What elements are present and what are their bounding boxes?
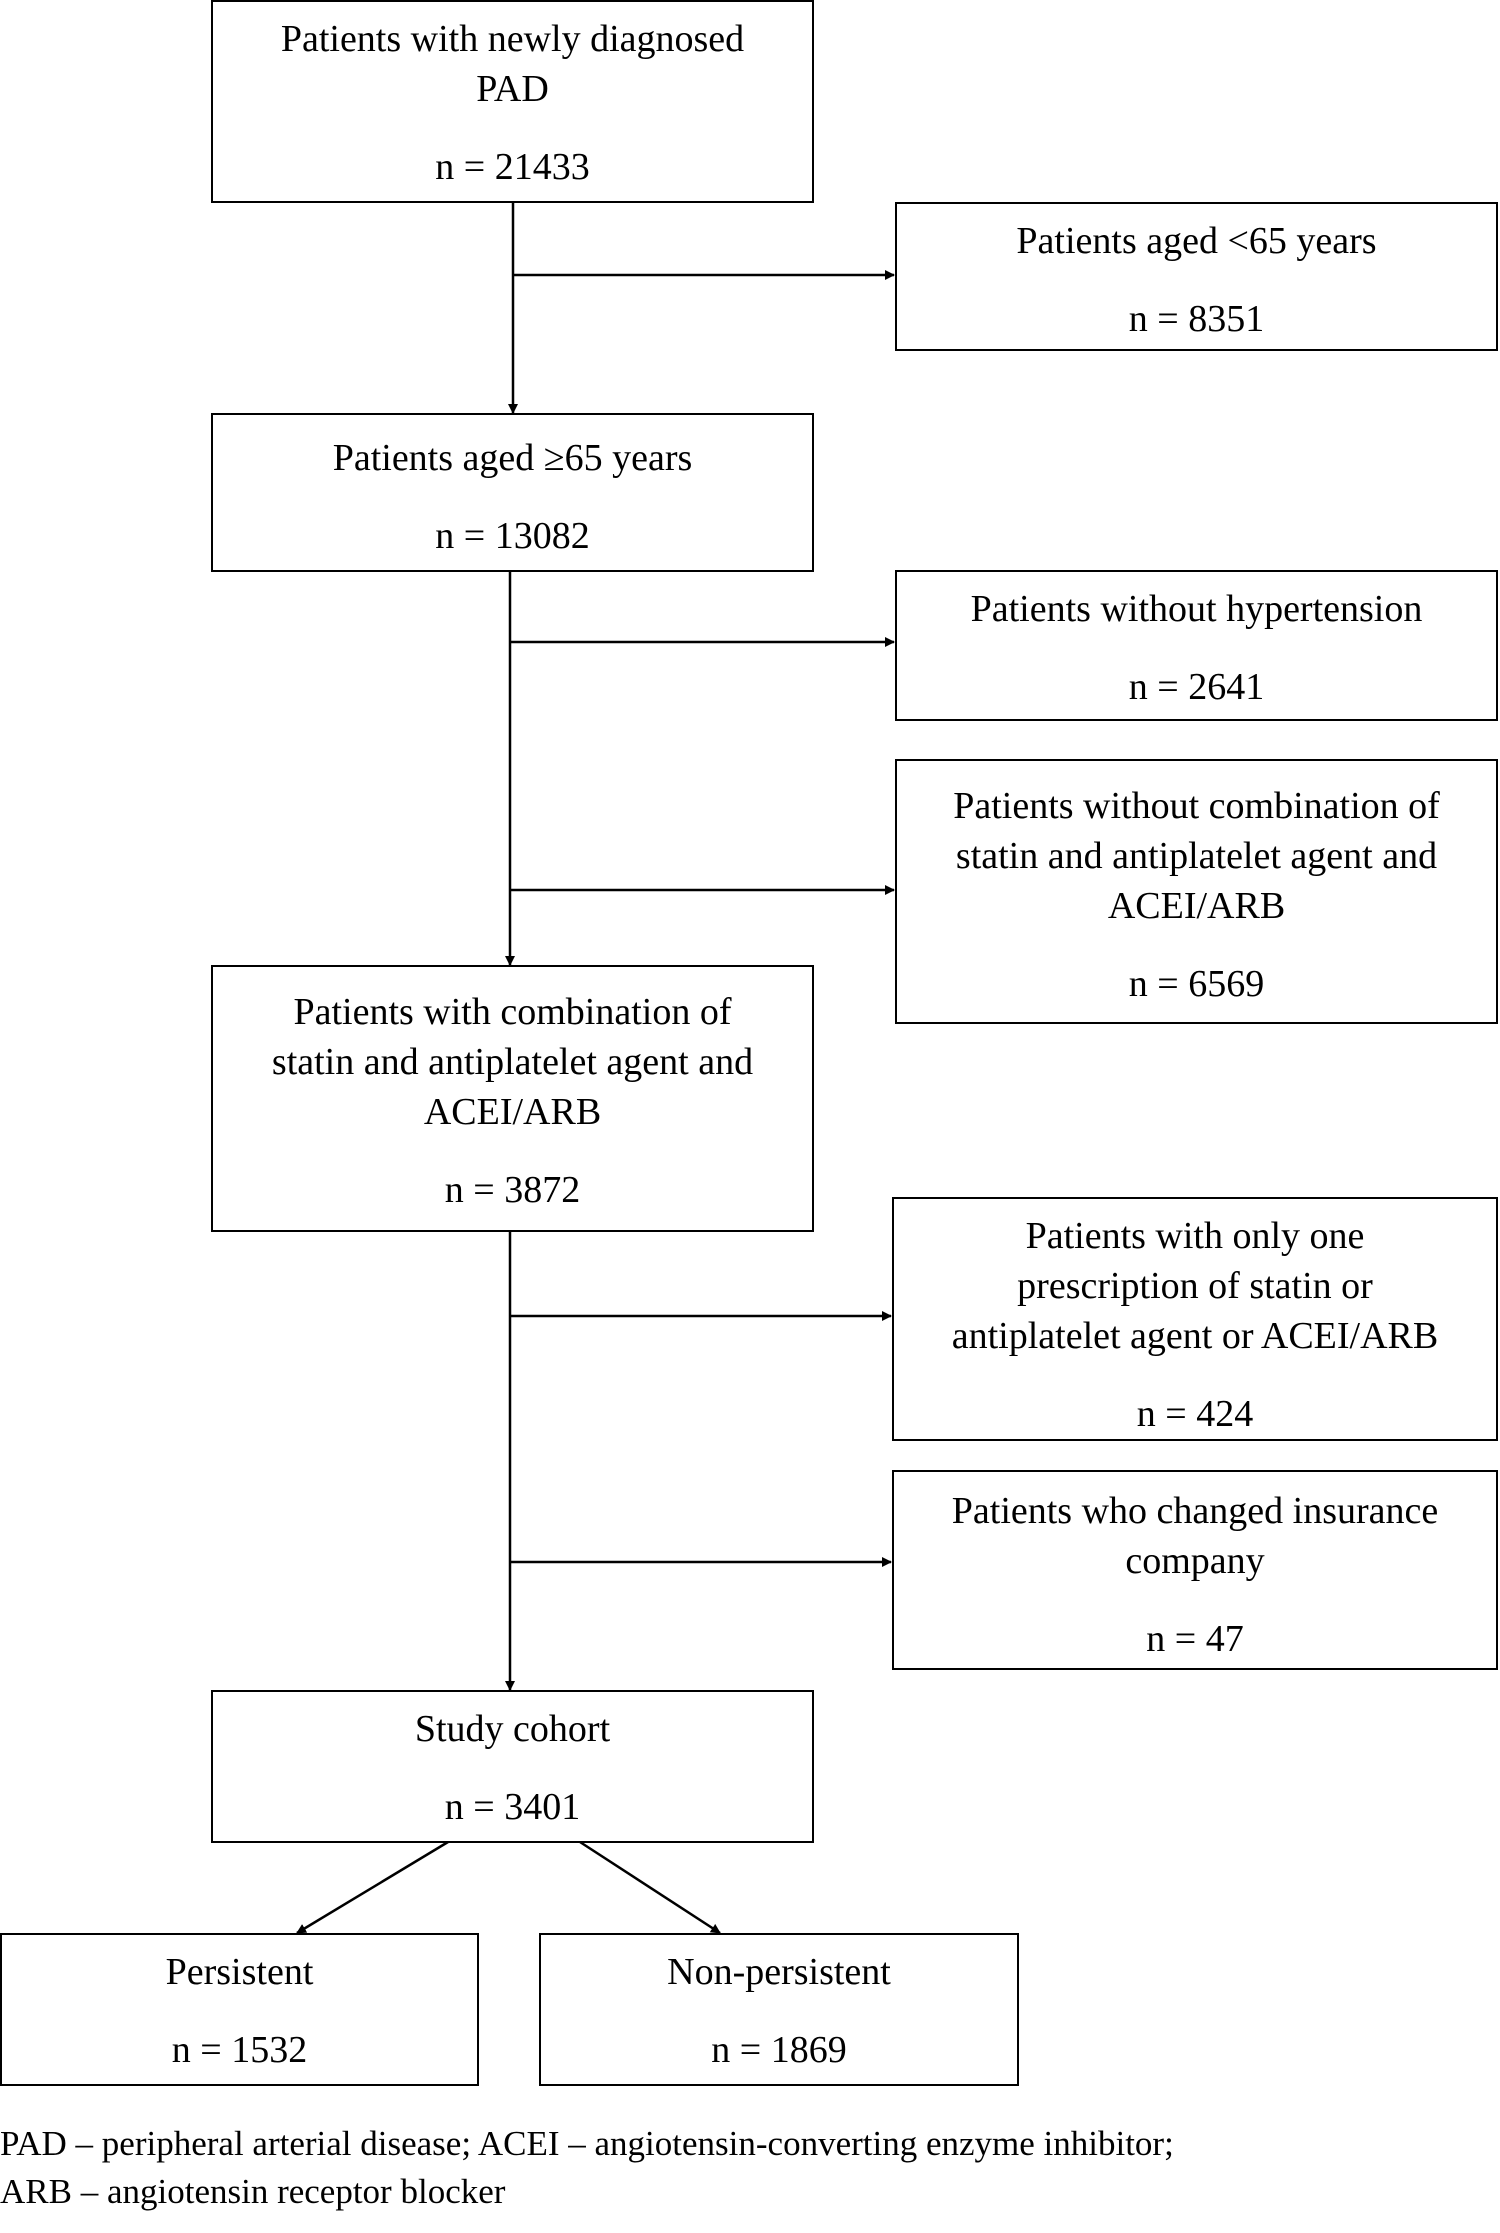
box-label: Persistent: [165, 1951, 314, 1993]
box-count: n = 3872: [444, 1169, 581, 1211]
box-label: Study cohort: [414, 1708, 611, 1750]
box-with-combination: Patients with combination of statin and …: [211, 965, 814, 1232]
box-label: ACEI/ARB: [423, 1091, 602, 1133]
box-label: Non-persistent: [667, 1951, 891, 1993]
box-count: n = 47: [1146, 1618, 1244, 1660]
footnote: PAD – peripheral arterial disease; ACEI …: [0, 2120, 1500, 2216]
box-aged-65-plus: Patients aged ≥65 years n = 13082: [211, 413, 814, 572]
box-without-hypertension: Patients without hypertension n = 2641: [895, 570, 1498, 721]
box-only-one-prescription: Patients with only one prescription of s…: [892, 1197, 1498, 1441]
box-count: n = 1532: [171, 2029, 308, 2071]
box-study-cohort: Study cohort n = 3401: [211, 1690, 814, 1843]
box-count: n = 1869: [711, 2029, 847, 2071]
box-newly-diagnosed-pad: Patients with newly diagnosed PAD n = 21…: [211, 0, 814, 203]
box-label: Patients without combination of: [953, 785, 1440, 827]
box-label: antiplatelet agent or ACEI/ARB: [951, 1315, 1439, 1357]
box-label: Patients with combination of: [293, 991, 732, 1033]
box-count: n = 3401: [444, 1786, 581, 1828]
box-non-persistent: Non-persistent n = 1869: [539, 1933, 1019, 2086]
box-label: Patients with newly diagnosed: [280, 18, 745, 60]
box-without-combination: Patients without combination of statin a…: [895, 759, 1498, 1024]
box-count: n = 8351: [1128, 298, 1265, 340]
arrow-cohort-to-persistent: [296, 1840, 449, 1935]
arrow-cohort-to-nonpersistent: [579, 1840, 721, 1935]
footnote-line: ARB – angiotensin receptor blocker: [0, 2172, 506, 2211]
box-label: company: [1125, 1540, 1265, 1582]
box-label: PAD: [476, 68, 549, 110]
box-persistent: Persistent n = 1532: [0, 1933, 479, 2086]
box-count: n = 13082: [435, 515, 590, 557]
box-label: Patients aged ≥65 years: [332, 437, 693, 479]
box-label: Patients aged <65 years: [1016, 220, 1377, 262]
box-label: statin and antiplatelet agent and: [271, 1041, 754, 1083]
box-changed-insurance: Patients who changed insurance company n…: [892, 1470, 1498, 1670]
box-count: n = 21433: [435, 146, 590, 188]
box-label: prescription of statin or: [1017, 1265, 1373, 1307]
box-count: n = 424: [1136, 1393, 1254, 1435]
box-count: n = 6569: [1128, 963, 1265, 1005]
box-label: statin and antiplatelet agent and: [955, 835, 1438, 877]
box-label: Patients who changed insurance: [951, 1490, 1439, 1532]
box-count: n = 2641: [1128, 666, 1265, 708]
box-label: Patients with only one: [1025, 1215, 1365, 1257]
box-label: ACEI/ARB: [1107, 885, 1286, 927]
box-aged-under-65: Patients aged <65 years n = 8351: [895, 202, 1498, 351]
box-label: Patients without hypertension: [970, 588, 1423, 630]
footnote-line: PAD – peripheral arterial disease; ACEI …: [0, 2124, 1174, 2163]
